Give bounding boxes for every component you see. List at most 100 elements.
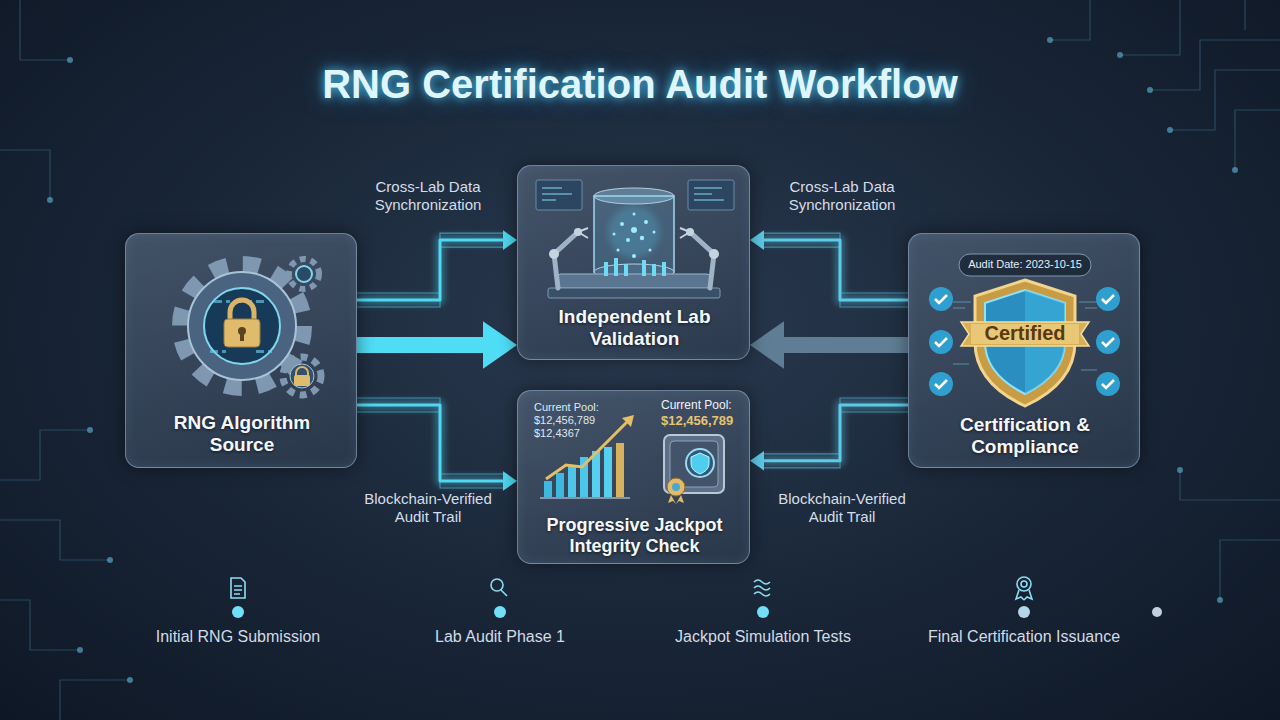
source-box: RNG Algorithm Source <box>125 233 357 468</box>
connector-line <box>777 337 908 353</box>
connector-line <box>761 405 908 461</box>
connector-glow <box>761 240 908 300</box>
circuit-background-part-part <box>1170 70 1280 130</box>
lab-illustration-part-part <box>604 262 608 276</box>
gear-lock-icon-part <box>283 357 321 395</box>
certified-shield-icon-part-part <box>929 372 953 396</box>
arrowhead <box>750 230 764 250</box>
jackpot-chart-icon-part-part <box>568 465 576 497</box>
lab-illustration-part-part <box>549 249 559 259</box>
edge-label: Blockchain-Verified Audit Trail <box>762 490 922 525</box>
node-label: Independent Lab Validation <box>538 306 731 351</box>
certified-seal: Certified <box>961 322 1089 346</box>
certified-shield-icon-part-part <box>1096 330 1120 354</box>
circuit-background-part-part <box>0 520 110 560</box>
jackpot-chart-icon-part <box>668 495 684 504</box>
timeline-part <box>232 606 769 618</box>
connector-strand <box>761 233 908 293</box>
timeline-part <box>120 611 1158 614</box>
certified-shield-icon-part-part <box>929 330 953 354</box>
pool-amount: $12,456,789 <box>534 414 634 427</box>
connector-line <box>357 405 506 481</box>
circuit-background-part-part <box>1120 0 1180 55</box>
edge-label: Cross-Lab Data Synchronization <box>343 178 513 213</box>
timeline <box>120 577 1162 618</box>
circuit-background-part-part <box>127 677 133 683</box>
timeline-part-part <box>231 578 245 598</box>
gear-lock-icon-part-part <box>226 300 230 303</box>
pool-caption: Current Pool: <box>534 401 634 414</box>
gear-lock-icon-part <box>296 266 312 282</box>
connector-strand <box>357 398 506 474</box>
connector <box>750 321 908 369</box>
circuit-background-part-part <box>0 150 50 200</box>
pool-amount: $12,456,789 <box>661 413 749 428</box>
lab-illustration-part-part <box>690 232 714 288</box>
jackpot-chart-icon-part <box>691 453 709 474</box>
jackpot-chart-icon-part <box>622 415 634 427</box>
arrowhead <box>503 471 517 491</box>
gear-lock-icon-part <box>210 300 272 353</box>
pool-caption: Current Pool: <box>661 398 749 412</box>
gear-lock-icon-part <box>240 333 244 341</box>
timeline-label: Lab Audit Phase 1 <box>400 628 600 647</box>
connector-strand <box>357 412 506 488</box>
timeline-part-part <box>757 606 769 618</box>
certified-shield-icon-part <box>929 287 1120 396</box>
timeline-part-part <box>754 580 770 596</box>
arrowhead <box>483 321 517 369</box>
connector-glow <box>357 240 506 300</box>
circuit-background-part-part <box>0 430 90 480</box>
lab-illustration-part <box>549 228 719 259</box>
connector-strand <box>357 233 506 293</box>
lab-illustration-part-part <box>554 232 578 288</box>
node-label: RNG Algorithm Source <box>152 412 332 457</box>
circuit-background-part-part <box>1147 87 1153 93</box>
gear-lock-icon-part <box>230 300 254 320</box>
circuit-background-part-part <box>1117 52 1123 58</box>
timeline-part-part <box>491 579 503 591</box>
circuit-background-part-part <box>1050 0 1090 40</box>
timeline-part-part <box>1021 581 1027 587</box>
timeline-part-part <box>1017 577 1031 591</box>
lab-illustration-part-part <box>642 260 646 276</box>
connector-line <box>761 240 908 300</box>
jackpot-chart-icon-part-part <box>544 481 552 497</box>
jackpot-chart-icon-part <box>544 443 624 497</box>
certified-shield-icon-part <box>959 254 1091 276</box>
circuit-background-part-part <box>1235 110 1280 170</box>
diagram-title: RNG Certification Audit Workflow <box>0 62 1280 107</box>
arrowhead <box>750 451 764 471</box>
circuit-background-part-part <box>47 197 53 203</box>
jackpot-chart-icon-part <box>686 449 714 477</box>
circuit-background-part-part <box>1177 467 1183 473</box>
timeline-part-part <box>1016 590 1032 600</box>
gear-lock-icon-part <box>204 288 280 364</box>
connector-glow <box>357 332 490 358</box>
lab-illustration-part <box>608 206 660 258</box>
lab-illustration-part <box>554 232 714 288</box>
gear-lock-icon-part <box>224 319 260 347</box>
timeline-part-part <box>232 606 244 618</box>
lab-illustration-part-part <box>662 262 666 276</box>
jackpot-chart-icon-part-part <box>604 447 612 497</box>
circuit-background-part-part <box>1244 0 1245 30</box>
audit-date: Audit Date: 2023-10-15 <box>959 258 1091 271</box>
circuit-background-part-part <box>1220 540 1280 600</box>
gear-lock-icon-part <box>188 272 296 380</box>
certification-box: Audit Date: 2023-10-15CertifiedCertifica… <box>908 233 1140 468</box>
circuit-background-part-part <box>77 647 83 653</box>
lab-illustration-part-part <box>614 258 618 276</box>
circuit-background-part-part <box>1232 167 1238 173</box>
lab-illustration-part-part <box>709 249 719 259</box>
connector-line <box>357 337 490 353</box>
circuit-background-part-part <box>20 0 70 60</box>
lab-box: Independent Lab Validation <box>517 165 750 360</box>
timeline-part <box>1018 606 1030 618</box>
gear-lock-icon-part-part <box>268 350 272 353</box>
lab-illustration-part <box>548 288 720 298</box>
jackpot-chart-icon-part-part <box>556 473 564 497</box>
pool-amount: $12,4367 <box>534 427 634 440</box>
timeline-part <box>231 577 1032 600</box>
